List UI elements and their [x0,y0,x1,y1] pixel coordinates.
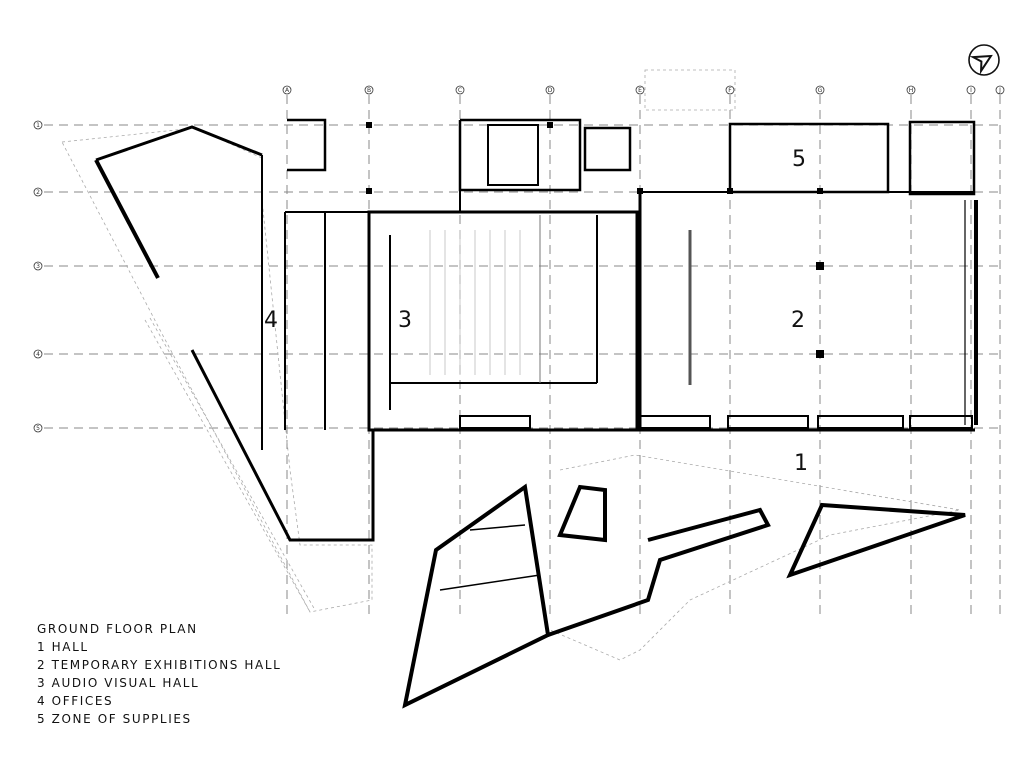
grid-col-e: E [638,87,642,94]
grid-row-4: 4 [36,351,40,358]
grid-row-3: 3 [36,263,40,270]
grid-column-markers [282,85,1005,95]
legend-title: GROUND FLOOR PLAN [37,622,198,636]
columns [366,122,824,358]
grid-col-g: G [818,87,823,94]
legend-item-audio-visual-hall: 3 AUDIO VISUAL HALL [37,676,200,690]
plan-legend: GROUND FLOOR PLAN 1 HALL 2 TEMPORARY EXH… [37,620,281,728]
grid-col-i: I [970,87,972,94]
legend-item-hall: 1 HALL [37,640,89,654]
grid-row-1: 1 [36,122,40,129]
grid-col-j: J [998,87,1001,94]
auditorium-seating [429,230,521,375]
room-number-audio-visual-hall: 3 [398,308,412,333]
grid-row-5: 5 [36,425,40,432]
room-number-temporary-exhibitions-hall: 2 [791,308,805,333]
grid-row-labels: 1 2 3 4 5 [36,122,40,432]
legend-item-zone-of-supplies: 5 ZONE OF SUPPLIES [37,712,192,726]
walls [94,118,978,709]
room-number-hall: 1 [794,451,808,476]
grid-row-2: 2 [36,189,40,196]
grid-lines [44,95,1001,615]
grid-column-labels: A B C D E F G H I J [285,87,1001,94]
grid-col-c: C [458,87,462,94]
room-number-offices: 4 [264,308,278,333]
north-arrow-icon [968,44,1000,76]
grid-col-a: A [285,87,290,94]
grid-col-b: B [367,87,371,94]
legend-item-offices: 4 OFFICES [37,694,114,708]
context-outlines [61,69,961,661]
grid-col-f: F [728,87,732,94]
legend-item-temporary-exhibitions-hall: 2 TEMPORARY EXHIBITIONS HALL [37,658,282,672]
grid-col-d: D [548,87,553,94]
room-number-zone-of-supplies: 5 [792,147,806,172]
grid-row-markers [33,120,43,433]
grid-col-h: H [909,87,914,94]
